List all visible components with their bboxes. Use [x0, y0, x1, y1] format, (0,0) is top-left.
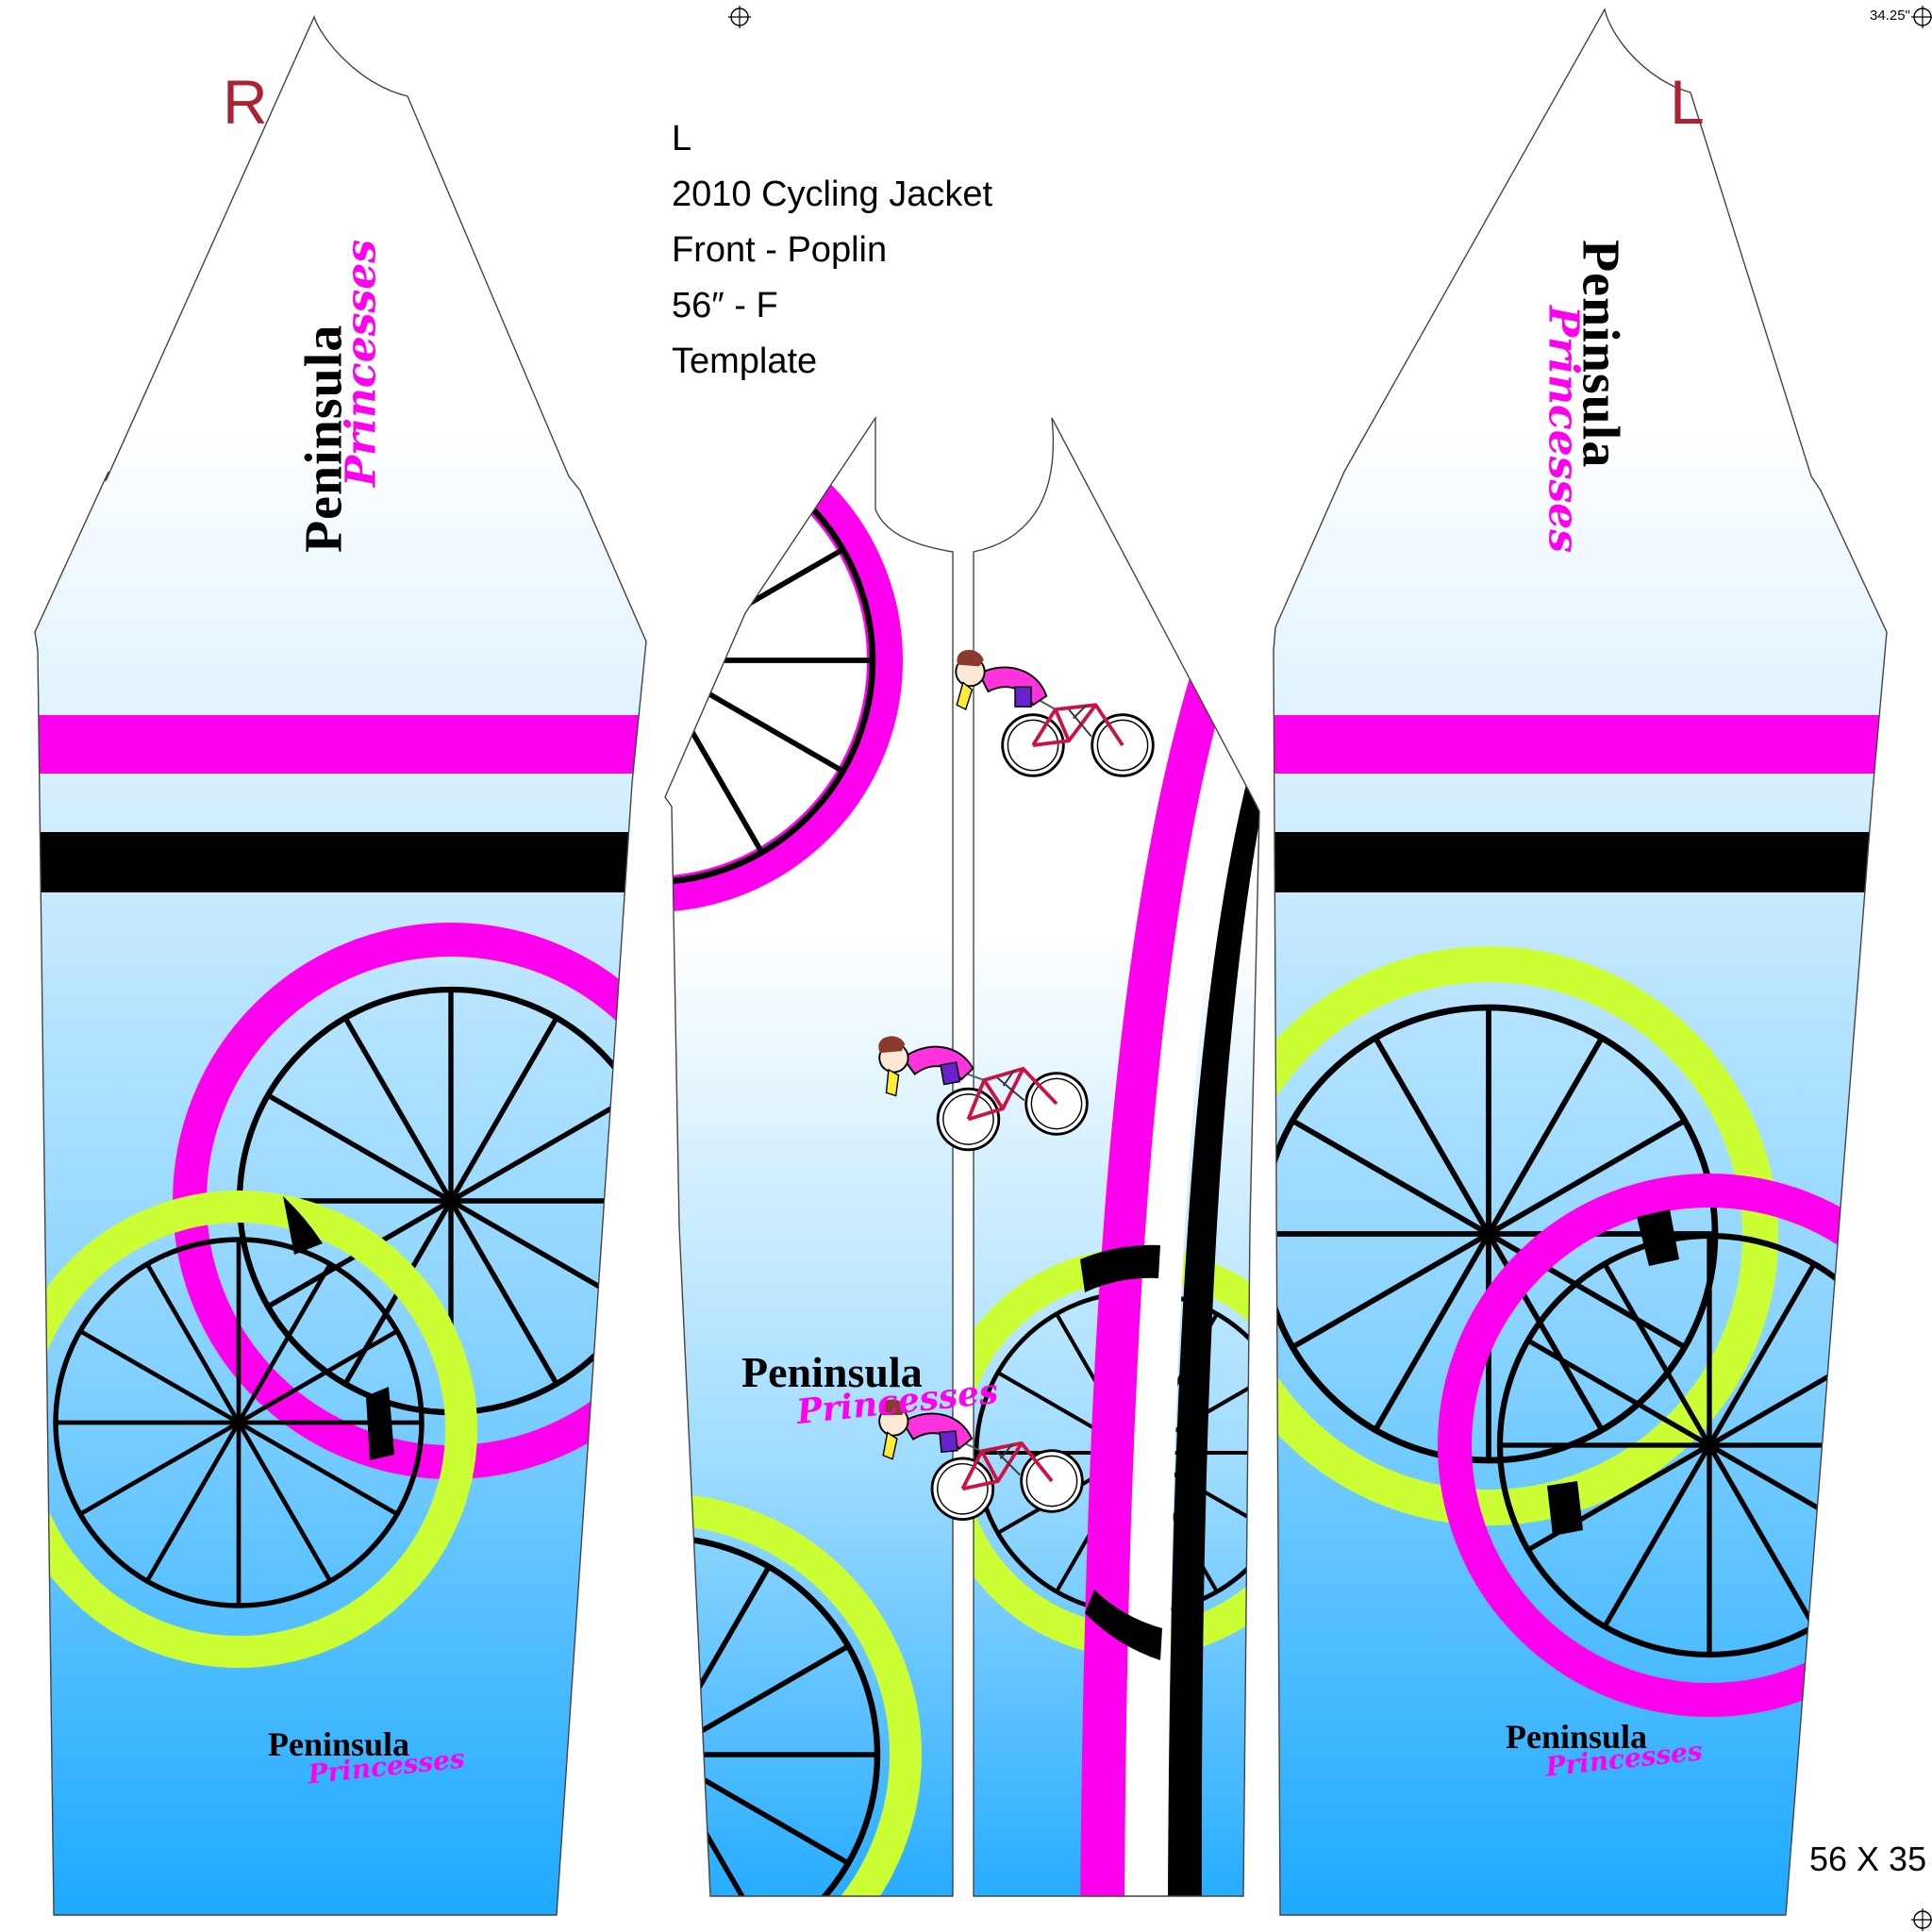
- logo-word2: Princesses: [1539, 305, 1588, 554]
- logo-left-sleeve-bottom: Peninsula Princesses: [1506, 1717, 1704, 1783]
- logo-front: Peninsula Princesses: [741, 1347, 1000, 1432]
- logo-word1: Peninsula: [1506, 1718, 1648, 1756]
- left-sleeve-panel: [1273, 8, 1888, 1916]
- spec-width: 56″ - F: [672, 286, 778, 325]
- front-right-panel: [973, 417, 1260, 1897]
- spec-size: L: [672, 119, 692, 158]
- logo-word1: Peninsula: [741, 1348, 923, 1396]
- logo-right-sleeve-bottom: Peninsula Princesses: [268, 1724, 466, 1790]
- spec-fabric: Front - Poplin: [672, 230, 888, 270]
- sleeve-marker-right: R: [223, 67, 268, 137]
- logo-word2: Princesses: [337, 239, 386, 488]
- sleeve-marker-left: L: [1670, 67, 1705, 137]
- logo-word1: Peninsula: [268, 1725, 410, 1763]
- spec-kind: Template: [672, 341, 818, 381]
- spec-product: 2010 Cycling Jacket: [672, 175, 993, 214]
- corner-dimension-label: 34.25": [1870, 8, 1910, 24]
- sheet-size-label: 56 X 35: [1809, 1840, 1927, 1878]
- spec-block: L 2010 Cycling Jacket Front - Poplin 56″…: [672, 111, 992, 390]
